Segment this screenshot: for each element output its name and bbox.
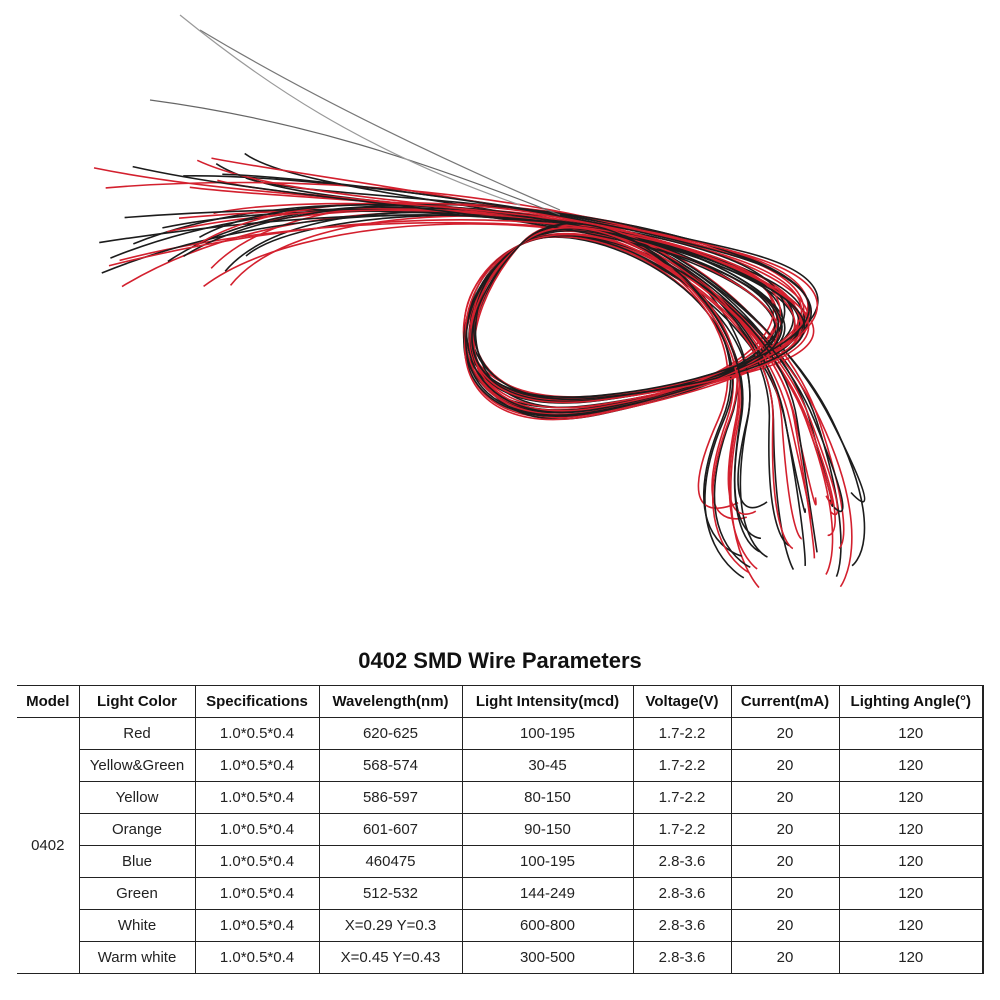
cell-light-color: Red [78,717,196,750]
cell-wavelength: 586-597 [318,781,463,814]
header-lighting-angle: Lighting Angle(°) [838,685,984,718]
cell-voltage: 1.7-2.2 [632,749,732,782]
cell-lighting-angle: 120 [838,781,984,814]
cell-specifications: 1.0*0.5*0.4 [194,877,320,910]
cell-current: 20 [730,717,840,750]
cell-lighting-angle: 120 [838,877,984,910]
cell-voltage: 2.8-3.6 [632,941,732,974]
black-wire [110,206,801,547]
red-wire [189,186,818,574]
cell-light-intensity: 144-249 [461,877,634,910]
cell-current: 20 [730,845,840,878]
cell-light-color: Blue [78,845,196,878]
grey-wire [149,99,561,216]
cell-lighting-angle: 120 [838,749,984,782]
cell-light-color: Orange [78,813,196,846]
cell-wavelength: X=0.45 Y=0.43 [318,941,463,974]
black-wire [222,173,810,553]
red-wire [108,219,810,515]
cell-voltage: 1.7-2.2 [632,717,732,750]
cell-specifications: 1.0*0.5*0.4 [194,813,320,846]
cell-current: 20 [730,781,840,814]
cell-light-color: Yellow&Green [78,749,196,782]
grey-wire [199,29,561,211]
cell-current: 20 [730,749,840,782]
black-wire [183,203,812,557]
header-wavelength: Wavelength(nm) [318,685,463,718]
black-wire [199,204,806,509]
cell-voltage: 2.8-3.6 [632,877,732,910]
header-voltage: Voltage(V) [632,685,732,718]
cell-wavelength: 568-574 [318,749,463,782]
header-specifications: Specifications [194,685,320,718]
cell-light-color: Warm white [78,941,196,974]
cell-light-intensity: 100-195 [461,845,634,878]
cell-light-intensity: 30-45 [461,749,634,782]
cell-light-intensity: 300-500 [461,941,634,974]
grey-wire [179,14,521,206]
cell-lighting-angle: 120 [838,845,984,878]
cell-wavelength: 460475 [318,845,463,878]
cell-specifications: 1.0*0.5*0.4 [194,845,320,878]
cell-lighting-angle: 120 [838,813,984,846]
cell-lighting-angle: 120 [838,717,984,750]
header-current: Current(mA) [730,685,840,718]
cell-specifications: 1.0*0.5*0.4 [194,909,320,942]
black-wire [99,214,818,553]
cell-specifications: 1.0*0.5*0.4 [194,717,320,750]
red-wire [195,202,812,520]
cell-lighting-angle: 120 [838,909,984,942]
cell-light-intensity: 90-150 [461,813,634,846]
cell-current: 20 [730,941,840,974]
cell-voltage: 2.8-3.6 [632,909,732,942]
header-light-color: Light Color [78,685,196,718]
parameters-table: Model Light Color Specifications Wavelen… [17,685,984,974]
cell-specifications: 1.0*0.5*0.4 [194,941,320,974]
cell-wavelength: 620-625 [318,717,463,750]
cell-voltage: 1.7-2.2 [632,781,732,814]
cell-wavelength: 512-532 [318,877,463,910]
cell-model: 0402 [17,717,80,974]
table-header-row: Model Light Color Specifications Wavelen… [17,685,984,718]
header-model: Model [17,685,80,718]
cell-light-color: Yellow [78,781,196,814]
cell-lighting-angle: 120 [838,941,984,974]
cell-current: 20 [730,813,840,846]
cell-voltage: 2.8-3.6 [632,845,732,878]
cell-wavelength: 601-607 [318,813,463,846]
cell-specifications: 1.0*0.5*0.4 [194,749,320,782]
cell-current: 20 [730,909,840,942]
header-light-intensity: Light Intensity(mcd) [461,685,634,718]
cell-light-color: Green [78,877,196,910]
black-wire [132,165,844,513]
cell-light-intensity: 100-195 [461,717,634,750]
cell-wavelength: X=0.29 Y=0.3 [318,909,463,942]
cell-current: 20 [730,877,840,910]
product-photo-led-wires [93,14,866,589]
page-title: 0402 SMD Wire Parameters [358,648,642,673]
cell-light-intensity: 80-150 [461,781,634,814]
cell-voltage: 1.7-2.2 [632,813,732,846]
cell-light-intensity: 600-800 [461,909,634,942]
cell-light-color: White [78,909,196,942]
cell-specifications: 1.0*0.5*0.4 [194,781,320,814]
